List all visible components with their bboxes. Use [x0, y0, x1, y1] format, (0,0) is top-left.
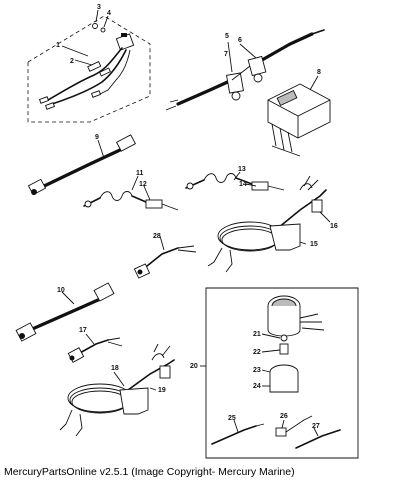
callout-4: 4	[107, 10, 111, 17]
callout-10: 10	[57, 287, 65, 294]
callout-17: 17	[79, 327, 87, 334]
cable-part-9	[27, 134, 137, 196]
callout-15: 15	[310, 241, 318, 248]
callout-16: 16	[330, 223, 338, 230]
coil-wire-11-12	[83, 175, 179, 211]
callout-13: 13	[238, 166, 246, 173]
sensor-cable-15-16	[207, 175, 331, 273]
coil-wire-13-14	[185, 171, 285, 191]
callout-18: 18	[111, 365, 119, 372]
callout-5: 5	[225, 33, 229, 40]
callout-11: 11	[136, 170, 144, 177]
callout-labels: 1 2 3 4 5 6 7 8 9 10 11 12 13 14 15 16 1…	[56, 4, 338, 430]
module-part-8	[267, 75, 331, 157]
sender-part-17	[67, 333, 123, 363]
callout-20: 20	[190, 363, 198, 370]
callout-26: 26	[280, 413, 288, 420]
callout-7: 7	[224, 51, 228, 58]
callout-8: 8	[317, 69, 321, 76]
callout-14: 14	[239, 181, 247, 188]
callout-21: 21	[253, 331, 261, 338]
callout-23: 23	[253, 367, 261, 374]
sensor-cable-18-19	[59, 343, 175, 437]
callout-19: 19	[158, 387, 166, 394]
callout-2: 2	[70, 58, 74, 65]
sender-part-28	[133, 235, 197, 279]
copyright-caption: MercuryPartsOnline v2.5.1 (Image Copyrig…	[4, 466, 295, 478]
callout-6: 6	[238, 37, 242, 44]
callout-9: 9	[95, 134, 99, 141]
callout-24: 24	[253, 383, 261, 390]
callout-3: 3	[97, 4, 101, 11]
callout-22: 22	[253, 349, 261, 356]
callout-25: 25	[228, 415, 236, 422]
callout-28: 28	[153, 233, 161, 240]
callout-1: 1	[56, 42, 60, 49]
harness-group-5-7	[165, 29, 325, 111]
callout-27: 27	[312, 423, 320, 430]
gauge-kit-group-20	[200, 287, 359, 459]
harness-group-1	[27, 9, 151, 123]
cable-part-10	[15, 282, 115, 342]
callout-12: 12	[139, 181, 147, 188]
